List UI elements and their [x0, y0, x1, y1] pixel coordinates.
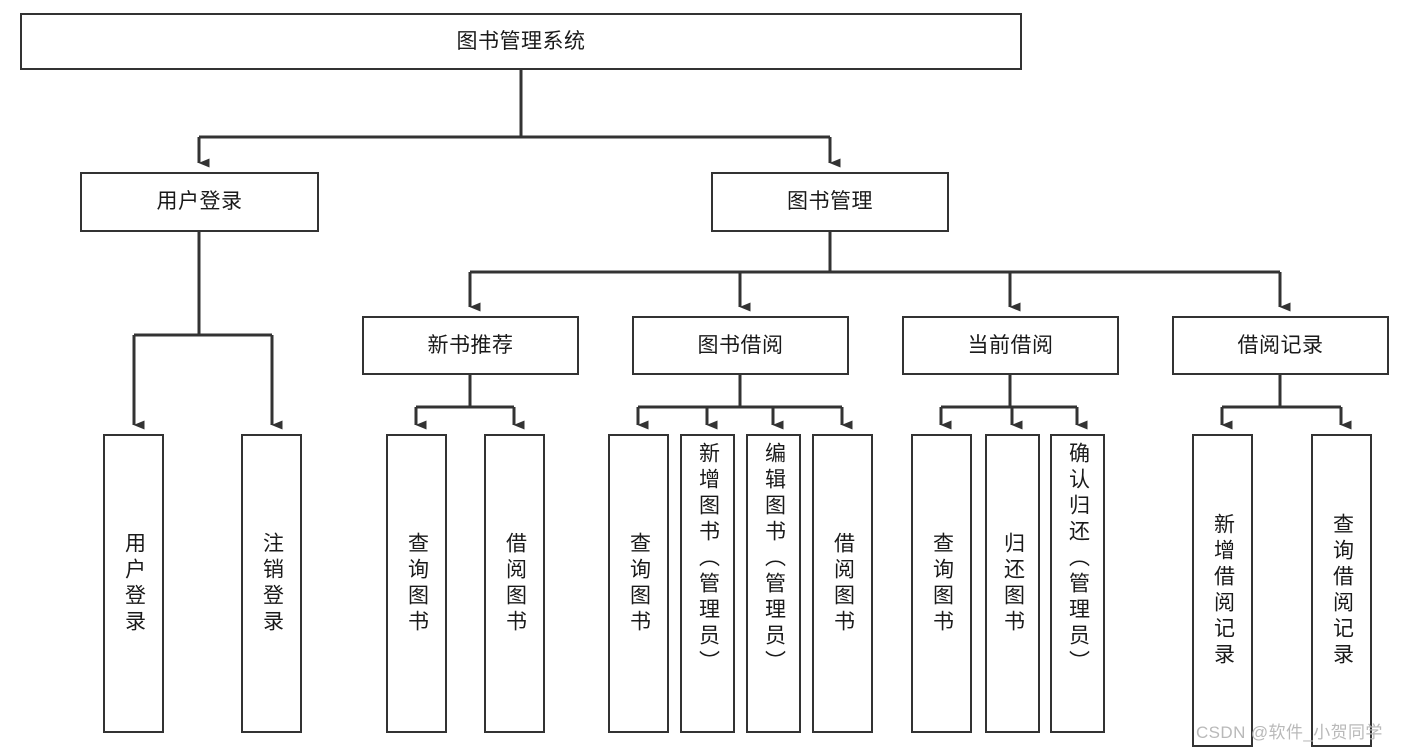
leaf-edit-book-admin[interactable]: 编辑图书（管理员） [746, 434, 801, 733]
leaf-user-login[interactable]: 用户登录 [103, 434, 164, 733]
node-label: 查询图书 [930, 531, 954, 636]
node-label: 确认归还（管理员） [1066, 442, 1090, 676]
node-user-login[interactable]: 用户登录 [80, 172, 319, 232]
node-borrow-record[interactable]: 借阅记录 [1172, 316, 1389, 375]
leaf-logout-login[interactable]: 注销登录 [241, 434, 302, 733]
leaf-borrow-book-under-borrow[interactable]: 借阅图书 [812, 434, 873, 733]
leaf-borrow-book-under-recommend[interactable]: 借阅图书 [484, 434, 545, 733]
node-label: 借阅图书 [503, 531, 527, 636]
leaf-add-borrow-record[interactable]: 新增借阅记录 [1192, 434, 1253, 747]
node-book-borrow[interactable]: 图书借阅 [632, 316, 849, 375]
node-label: 借阅图书 [831, 531, 855, 636]
leaf-confirm-return-admin[interactable]: 确认归还（管理员） [1050, 434, 1105, 733]
node-label: 用户登录 [122, 531, 146, 636]
node-label: 图书管理系统 [456, 29, 586, 53]
node-label: 注销登录 [260, 531, 284, 636]
node-book-manage[interactable]: 图书管理 [711, 172, 949, 232]
node-label: 新增图书（管理员） [696, 442, 720, 676]
leaf-query-book-under-recommend[interactable]: 查询图书 [386, 434, 447, 733]
node-label: 用户登录 [156, 190, 243, 214]
node-label: 借阅记录 [1237, 333, 1324, 357]
node-current-borrow[interactable]: 当前借阅 [902, 316, 1119, 375]
leaf-query-book-under-borrow[interactable]: 查询图书 [608, 434, 669, 733]
node-label: 图书借阅 [697, 333, 784, 357]
node-label: 新增借阅记录 [1211, 512, 1235, 669]
node-label: 查询借阅记录 [1330, 512, 1354, 669]
node-label: 查询图书 [627, 531, 651, 636]
node-book-management-system[interactable]: 图书管理系统 [20, 13, 1022, 70]
node-label: 新书推荐 [427, 333, 514, 357]
node-label: 图书管理 [787, 190, 873, 214]
leaf-return-book[interactable]: 归还图书 [985, 434, 1040, 733]
leaf-add-book-admin[interactable]: 新增图书（管理员） [680, 434, 735, 733]
node-new-book-recommend[interactable]: 新书推荐 [362, 316, 579, 375]
node-label: 查询图书 [405, 531, 429, 636]
node-label: 当前借阅 [967, 333, 1054, 357]
leaf-query-borrow-record[interactable]: 查询借阅记录 [1311, 434, 1372, 747]
node-label: 归还图书 [1001, 531, 1025, 636]
leaf-query-book-under-current[interactable]: 查询图书 [911, 434, 972, 733]
node-label: 编辑图书（管理员） [762, 442, 786, 676]
